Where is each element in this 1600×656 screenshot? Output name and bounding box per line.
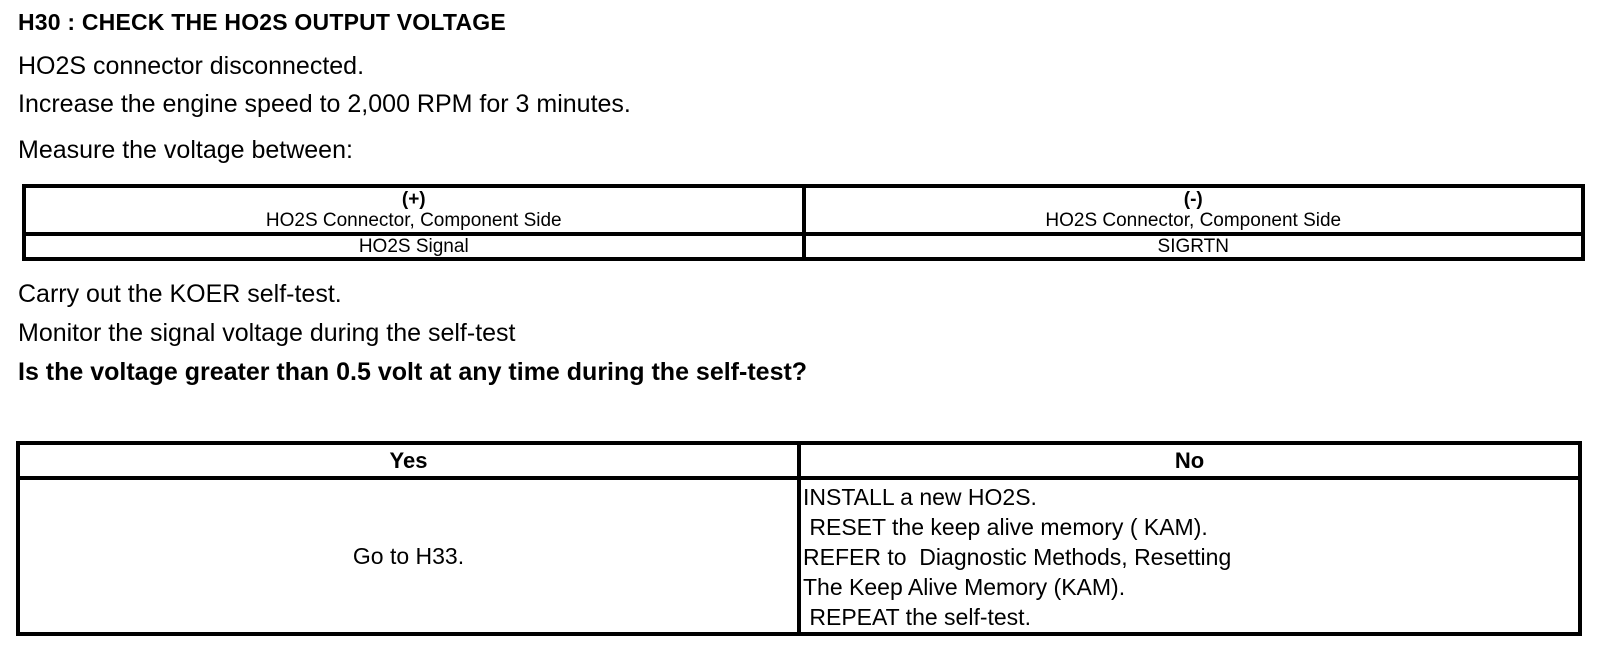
measurement-value-row: HO2S Signal SIGRTN (22, 232, 1585, 261)
no-result-line-install: INSTALL a new HO2S. (803, 484, 1037, 510)
measurement-table: (+) HO2S Connector, Component Side (-) H… (22, 184, 1585, 261)
no-result-line-repeat: REPEAT the self-test. (803, 604, 1031, 630)
negative-connector-label: HO2S Connector, Component Side (1045, 210, 1342, 231)
instruction-line-measure: Measure the voltage between: (18, 136, 353, 164)
decision-header-row: Yes No (16, 441, 1582, 480)
positive-polarity-label: (+) (401, 189, 426, 210)
decision-question: Is the voltage greater than 0.5 volt at … (18, 358, 808, 386)
negative-signal-cell: SIGRTN (801, 232, 1585, 261)
no-result-line-refer: REFER to Diagnostic Methods, Resetting (803, 544, 1232, 570)
instruction-line-monitor: Monitor the signal voltage during the se… (18, 319, 516, 347)
instruction-line-connector: HO2S connector disconnected. (18, 52, 365, 80)
measurement-positive-header-cell: (+) HO2S Connector, Component Side (22, 184, 806, 236)
diagnostic-step-page: H30 : CHECK THE HO2S OUTPUT VOLTAGE HO2S… (16, 9, 1585, 636)
step-heading: H30 : CHECK THE HO2S OUTPUT VOLTAGE (18, 9, 506, 35)
yes-result-cell: Go to H33. (16, 476, 801, 636)
decision-result-row: Go to H33. INSTALL a new HO2S. RESET the… (16, 476, 1582, 636)
no-result-line-reset: RESET the keep alive memory ( KAM). (803, 514, 1208, 540)
instruction-line-engine-speed: Increase the engine speed to 2,000 RPM f… (18, 90, 631, 118)
decision-table: Yes No Go to H33. INSTALL a new HO2S. RE… (16, 441, 1582, 636)
measurement-header-row: (+) HO2S Connector, Component Side (-) H… (22, 184, 1585, 236)
measurement-negative-header-cell: (-) HO2S Connector, Component Side (801, 184, 1585, 236)
positive-connector-label: HO2S Connector, Component Side (265, 210, 562, 231)
positive-signal-cell: HO2S Signal (22, 232, 806, 261)
no-header: No (797, 441, 1582, 480)
instruction-line-koer: Carry out the KOER self-test. (18, 280, 342, 308)
no-result-line-kam: The Keep Alive Memory (KAM). (803, 574, 1126, 600)
negative-polarity-label: (-) (1183, 189, 1203, 210)
yes-header: Yes (16, 441, 801, 480)
no-result-cell: INSTALL a new HO2S. RESET the keep alive… (797, 476, 1582, 636)
